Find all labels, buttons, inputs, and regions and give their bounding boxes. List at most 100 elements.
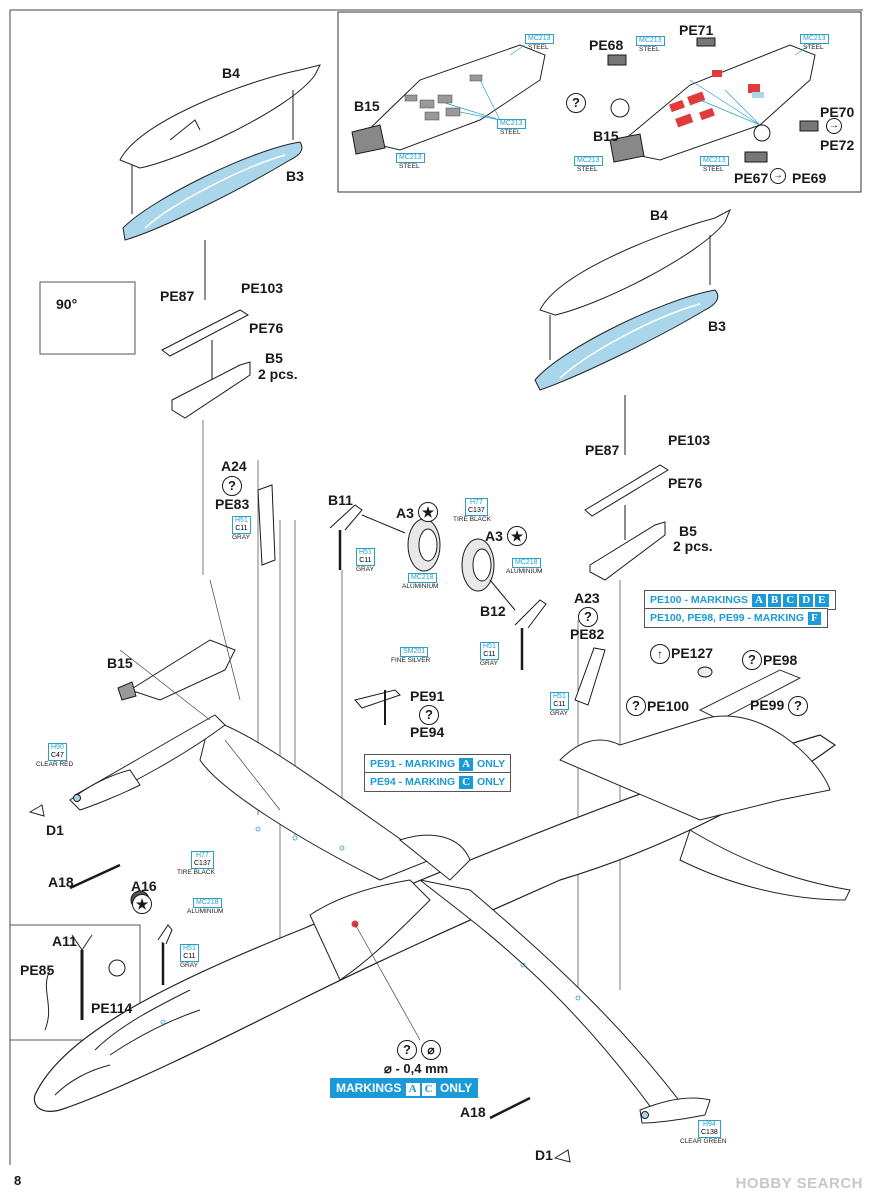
question-icon-pe98: ? bbox=[742, 650, 762, 670]
part-label-b4-right: B4 bbox=[650, 207, 668, 223]
paint-caption-steel-6: STEEL bbox=[577, 166, 598, 173]
paint-caption-alu-nose: ALUMINIUM bbox=[187, 908, 224, 915]
part-label-pe71: PE71 bbox=[679, 22, 714, 38]
antenna-row1-prefix: PE91 - MARKING bbox=[370, 758, 456, 770]
markings-row-pe98: PE100, PE98, PE99 - MARKING F bbox=[644, 608, 828, 628]
pe-label-pe99: PE99 bbox=[750, 697, 785, 713]
paint-caption-b12: GRAY bbox=[480, 660, 498, 667]
question-icon-a23: ? bbox=[578, 607, 598, 627]
question-icon-pe99: ? bbox=[788, 696, 808, 716]
part-label-a18-left: A18 bbox=[48, 874, 74, 890]
pe-label-pe94: PE94 bbox=[410, 724, 445, 740]
question-icon-a24: ? bbox=[222, 476, 242, 496]
paint-caption-a24: GRAY bbox=[232, 534, 250, 541]
question-icon: ? bbox=[566, 93, 586, 113]
paint-code-steel-4: MC213 bbox=[636, 36, 665, 46]
pe-label-pe76-right: PE76 bbox=[668, 475, 703, 491]
part-label-a16: A16 bbox=[131, 878, 157, 894]
paint-caption-steel-1: STEEL bbox=[528, 44, 549, 51]
part-label-b5-left: B5 bbox=[265, 350, 283, 366]
antenna-marking-row-c: PE94 - MARKING C ONLY bbox=[364, 772, 512, 792]
up-arrow-icon: ↑ bbox=[650, 644, 670, 664]
paint-code-steel-7: MC213 bbox=[700, 156, 729, 166]
paint-caption-steel-4: STEEL bbox=[639, 46, 660, 53]
pe-label-pe91: PE91 bbox=[410, 688, 445, 704]
paint-caption-steel-7: STEEL bbox=[703, 166, 724, 173]
paint-code-wheel-right: MC218 bbox=[512, 558, 541, 568]
pe-label-pe98: PE98 bbox=[763, 652, 798, 668]
markings-row2-prefix: PE100, PE98, PE99 - MARKING bbox=[650, 612, 805, 624]
marking-badge-d: D bbox=[799, 594, 814, 607]
pe-label-pe82: PE82 bbox=[570, 626, 605, 642]
paint-caption-tire-right: TIRE BLACK bbox=[453, 516, 491, 523]
part-label-b15-b: B15 bbox=[593, 128, 619, 144]
antenna-badge-a: A bbox=[459, 758, 474, 771]
paint-caption-antenna: FINE SILVER bbox=[391, 657, 431, 664]
paint-code-steel-1: MC213 bbox=[525, 34, 554, 44]
pe-label-pe103-left: PE103 bbox=[241, 280, 284, 296]
markings-row1-prefix: PE100 - MARKINGS bbox=[650, 594, 749, 606]
part-label-a23: A23 bbox=[574, 590, 600, 606]
pe-label-pe87-right: PE87 bbox=[585, 442, 620, 458]
drill-banner-prefix: MARKINGS bbox=[336, 1081, 402, 1095]
paint-caption-steel-2: STEEL bbox=[500, 129, 521, 136]
part-label-b5-right: B5 bbox=[679, 523, 697, 539]
question-icon-pe100: ? bbox=[626, 696, 646, 716]
pe-label-pe103-right: PE103 bbox=[668, 432, 711, 448]
question-icon-antenna: ? bbox=[419, 705, 439, 725]
pe-label-pe127: PE127 bbox=[671, 645, 714, 661]
watermark-logo: HOBBY SEARCH bbox=[735, 1175, 863, 1192]
part-label-pe69: PE69 bbox=[792, 170, 827, 186]
star-icon-a16: ★ bbox=[132, 894, 152, 914]
drill-badge-c: C bbox=[421, 1083, 436, 1096]
part-label-a3-left: A3 bbox=[396, 505, 414, 521]
part-label-pe72: PE72 bbox=[820, 137, 855, 153]
paint-caption-wheel-right: ALUMINIUM bbox=[506, 568, 543, 575]
pe-label-pe85: PE85 bbox=[20, 962, 55, 978]
marking-badge-a: A bbox=[751, 594, 766, 607]
part-label-b4-left: B4 bbox=[222, 65, 240, 81]
drill-badge-a: A bbox=[405, 1083, 420, 1096]
paint-code-wheel-left: MC218 bbox=[408, 573, 437, 583]
inset-90deg bbox=[39, 281, 136, 355]
part-label-d1-left: D1 bbox=[46, 822, 64, 838]
part-label-b15-a: B15 bbox=[354, 98, 380, 114]
pe-label-pe100: PE100 bbox=[647, 698, 690, 714]
drill-icon: ⌀ bbox=[421, 1040, 441, 1060]
part-label-a18-right: A18 bbox=[460, 1104, 486, 1120]
paint-code-steel-3: MC213 bbox=[396, 153, 425, 163]
antenna-row1-suffix: ONLY bbox=[476, 758, 506, 770]
arrow-step-icon-b: → bbox=[826, 118, 842, 134]
part-label-pe67: PE67 bbox=[734, 170, 769, 186]
paint-code-steel-6: MC213 bbox=[574, 156, 603, 166]
part-label-b12: B12 bbox=[480, 603, 506, 619]
paint-caption-steel-3: STEEL bbox=[399, 163, 420, 170]
inset-frame bbox=[337, 11, 862, 193]
drill-banner-suffix: ONLY bbox=[439, 1081, 473, 1095]
paint-caption-red: CLEAR RED bbox=[36, 761, 74, 768]
part-label-a3-right: A3 bbox=[485, 528, 503, 544]
marking-badge-e: E bbox=[815, 594, 829, 607]
part-label-b15-fuselage: B15 bbox=[107, 655, 133, 671]
part-label-b3-right: B3 bbox=[708, 318, 726, 334]
paint-code-steel-2: MC213 bbox=[497, 119, 526, 129]
marking-badge-f: F bbox=[807, 612, 821, 625]
marking-badge-c: C bbox=[783, 594, 798, 607]
pe-label-pe76-left: PE76 bbox=[249, 320, 284, 336]
angle-label: 90° bbox=[56, 296, 78, 312]
arrow-step-icon: → bbox=[770, 168, 786, 184]
part-label-a11: A11 bbox=[52, 933, 77, 949]
antenna-row2-prefix: PE94 - MARKING bbox=[370, 776, 456, 788]
antenna-badge-c: C bbox=[459, 776, 474, 789]
paint-caption-gray-nose: GRAY bbox=[180, 962, 198, 969]
antenna-row2-suffix: ONLY bbox=[476, 776, 506, 788]
